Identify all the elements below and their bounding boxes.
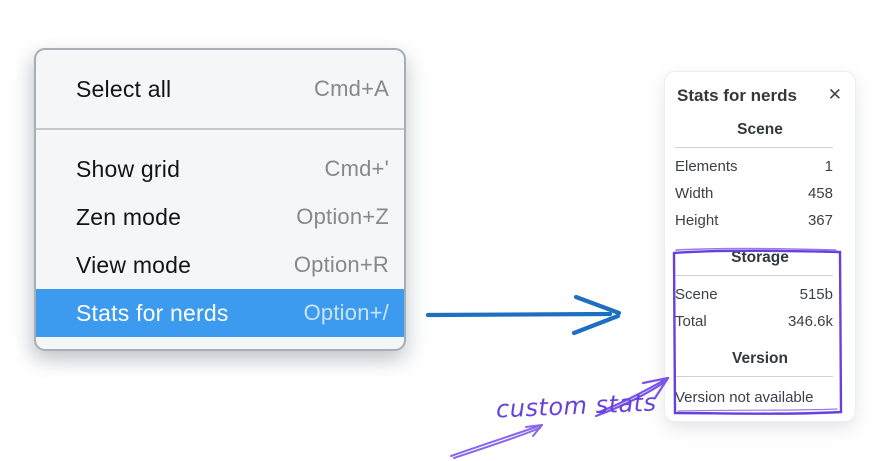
version-note: Version not available: [675, 389, 814, 406]
menu-item-show-grid[interactable]: Show grid Cmd+': [36, 145, 404, 193]
stat-row-width: Width 458: [665, 180, 855, 207]
stats-panel-header: Stats for nerds ✕: [665, 86, 855, 106]
stats-panel: Stats for nerds ✕ Scene Elements 1 Width…: [665, 72, 855, 421]
divider: [675, 147, 833, 148]
stat-value: 1: [824, 158, 833, 175]
annotation-label: custom stats: [495, 388, 658, 424]
menu-item-label: Zen mode: [76, 203, 182, 230]
menu-item-select-all[interactable]: Select all Cmd+A: [36, 65, 404, 113]
stat-label: Height: [675, 212, 719, 229]
menu-item-stats-for-nerds[interactable]: Stats for nerds Option+/: [36, 289, 404, 337]
menu-section-bottom: Show grid Cmd+' Zen mode Option+Z View m…: [36, 128, 404, 349]
scene-section-header: Scene: [737, 121, 783, 138]
stat-value: 367: [807, 212, 833, 229]
menu-section-top: Select all Cmd+A: [36, 50, 404, 128]
divider: [675, 376, 833, 377]
stat-row-total-storage: Total 346.6k: [665, 308, 855, 335]
stat-value: 458: [807, 185, 833, 202]
menu-item-shortcut: Option+Z: [296, 204, 389, 229]
divider: [675, 275, 833, 276]
storage-section-header: Storage: [731, 249, 789, 266]
menu-item-label: Select all: [76, 75, 172, 102]
pointer-arrow-blue: [425, 294, 622, 336]
stat-label: Elements: [675, 158, 738, 175]
menu-item-shortcut: Cmd+A: [314, 76, 389, 101]
menu-item-zen-mode[interactable]: Zen mode Option+Z: [36, 193, 404, 241]
menu-item-shortcut: Option+R: [293, 252, 389, 277]
close-icon[interactable]: ✕: [827, 85, 842, 105]
stat-label: Total: [675, 313, 707, 330]
stat-value: 515b: [799, 286, 833, 303]
menu-item-label: Stats for nerds: [76, 299, 229, 326]
stat-row-elements: Elements 1: [665, 153, 855, 180]
stats-panel-title: Stats for nerds: [677, 86, 797, 105]
menu-item-shortcut: Cmd+': [324, 156, 389, 181]
menu-item-label: Show grid: [76, 155, 181, 182]
menu-item-label: View mode: [76, 251, 192, 278]
menu-item-view-mode[interactable]: View mode Option+R: [36, 241, 404, 289]
menu-item-shortcut: Option+/: [303, 300, 389, 325]
stat-label: Scene: [675, 286, 718, 303]
stat-row-height: Height 367: [665, 207, 855, 234]
stat-value: 346.6k: [787, 313, 833, 330]
stat-label: Width: [675, 185, 714, 202]
version-section-header: Version: [732, 350, 788, 367]
stat-row-scene-storage: Scene 515b: [665, 281, 855, 308]
context-menu: Select all Cmd+A Show grid Cmd+' Zen mod…: [34, 48, 406, 351]
